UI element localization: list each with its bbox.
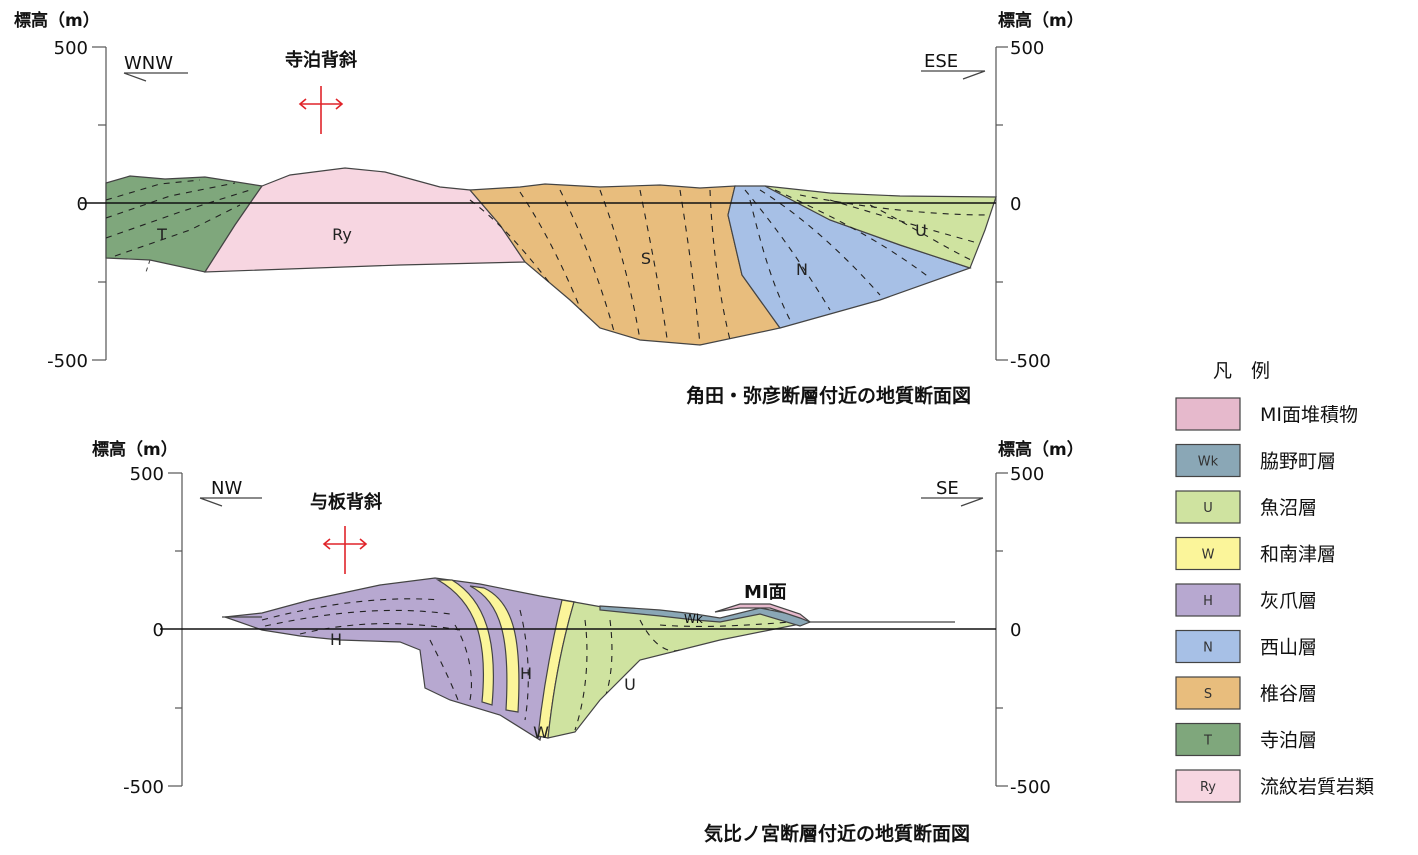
top-dir-right: ESE [924, 51, 958, 72]
legend-swatch [1175, 397, 1241, 431]
legend-label: 流紋岩質岩類 [1260, 776, 1374, 798]
top-label-U: U [915, 221, 927, 240]
unit-H-bottom [224, 577, 576, 741]
legend-label: 寺泊層 [1260, 730, 1317, 752]
bottom-label-U: U [624, 675, 636, 694]
bottom-tick-m500-right: -500 [1010, 777, 1051, 798]
legend-swatch [1175, 490, 1241, 524]
unit-U-bottom [547, 601, 811, 739]
legend-swatch-abbr: Ry [1200, 780, 1216, 795]
bottom-dir-left-arrow [199, 497, 262, 507]
bottom-tick-500-right: 500 [1010, 464, 1044, 485]
bottom-tick-0-left: 0 [153, 620, 164, 641]
bottom-tick-500-left: 500 [130, 464, 164, 485]
legend-swatch [1175, 722, 1241, 757]
top-tick-500-right: 500 [1010, 38, 1044, 59]
legend-swatch [1175, 769, 1241, 803]
top-anticline-symbol [298, 86, 344, 134]
top-tick-0-right: 0 [1010, 194, 1021, 215]
legend-swatch-abbr: N [1203, 641, 1213, 656]
legend-label: MⅠ面堆積物 [1260, 404, 1358, 426]
bottom-anticline-symbol [322, 526, 368, 574]
bottom-dir-left: NW [211, 478, 242, 499]
top-right-ylabel: 標高（m） [998, 10, 1084, 31]
unit-Ry-top [203, 167, 527, 273]
top-caption: 角田・弥彦断層付近の地質断面図 [686, 384, 971, 407]
bottom-right-ylabel: 標高（m） [998, 439, 1084, 460]
legend-title: 凡 例 [1213, 360, 1270, 382]
legend-label: 脇野町層 [1260, 451, 1336, 473]
top-fault-trace [144, 259, 151, 276]
unit-W-band-2 [469, 585, 520, 713]
legend-swatch [1175, 629, 1241, 664]
legend-swatch [1175, 536, 1241, 571]
legend-swatch [1175, 676, 1241, 710]
legend-label: 椎谷層 [1260, 683, 1317, 705]
top-label-S: S [641, 249, 651, 268]
top-left-ylabel: 標高（m） [14, 10, 100, 31]
legend-label: 和南津層 [1260, 544, 1336, 566]
legend-item: H 灰爪層 [1175, 583, 1317, 617]
bottom-dir-right-arrow [921, 497, 984, 507]
legend-label: 魚沼層 [1260, 497, 1317, 519]
bottom-left-ylabel: 標高（m） [92, 439, 178, 460]
top-label-T: T [156, 225, 167, 244]
bottom-surface-ext [222, 616, 955, 623]
top-bedding-lines [106, 179, 991, 345]
bottom-caption: 気比ノ宮断層付近の地質断面図 [704, 822, 970, 845]
bottom-units [224, 577, 812, 741]
legend-items: MⅠ面堆積物 Wk 脇野町層 U 魚沼層 W 和南津層 H 灰爪層 N 西山層 S 椎谷層 T 寺泊層 Ry 流… [1175, 397, 1374, 803]
top-dir-left-arrow [123, 72, 188, 82]
top-units [105, 167, 997, 346]
top-tick-0-left: 0 [77, 194, 88, 215]
unit-Wk-bottom [599, 605, 812, 627]
bottom-label-W: W [533, 723, 549, 742]
legend-swatch-abbr: S [1204, 687, 1212, 702]
bottom-label-H1: H [330, 630, 342, 649]
legend-label: 灰爪層 [1260, 590, 1317, 612]
top-label-N: N [796, 260, 808, 279]
legend-swatch-abbr: W [1202, 548, 1215, 563]
top-right-axis [995, 46, 1008, 361]
legend-label: 西山層 [1260, 637, 1317, 659]
unit-W-band-1 [435, 579, 495, 706]
bottom-section: 標高（m） 標高（m） 500 0 -500 500 0 -500 NW SE … [92, 439, 1084, 845]
top-label-Ry: Ry [332, 225, 352, 244]
legend: 凡 例 MⅠ面堆積物 Wk 脇野町層 U 魚沼層 W 和南津層 H 灰爪層 N 西山層 S 椎谷層 T 寺泊… [1175, 360, 1374, 803]
legend-swatch-abbr: U [1203, 501, 1213, 516]
legend-swatch-abbr: T [1203, 734, 1212, 749]
bottom-right-axis [995, 472, 1008, 787]
bottom-label-Wk: Wk [684, 612, 703, 626]
top-fold-name: 寺泊背斜 [285, 49, 357, 71]
top-tick-m500-right: -500 [1010, 351, 1051, 372]
bottom-label-H2: H [520, 664, 532, 683]
bottom-tick-0-right: 0 [1010, 620, 1021, 641]
legend-item: N 西山層 [1175, 629, 1317, 664]
bottom-tick-m500-left: -500 [123, 777, 164, 798]
legend-swatch-abbr: Wk [1198, 455, 1219, 470]
legend-item: MⅠ面堆積物 [1175, 397, 1358, 431]
top-tick-500-left: 500 [54, 38, 88, 59]
bottom-surface-label: MⅠ面 [744, 582, 787, 603]
top-section: 標高（m） 標高（m） 500 0 -500 500 0 -500 WNW ES… [14, 10, 1084, 407]
legend-item: Ry 流紋岩質岩類 [1175, 769, 1374, 803]
top-dir-left: WNW [124, 53, 173, 74]
legend-item: U 魚沼層 [1175, 490, 1317, 524]
bottom-dir-right: SE [936, 478, 959, 499]
legend-swatch [1175, 583, 1241, 617]
top-dir-right-arrow [921, 70, 986, 80]
legend-swatch [1175, 443, 1241, 478]
bottom-fold-name: 与板背斜 [310, 491, 382, 513]
bottom-bedding-lines [261, 598, 791, 731]
legend-item: T 寺泊層 [1175, 722, 1317, 757]
legend-item: Wk 脇野町層 [1175, 443, 1336, 478]
legend-item: S 椎谷層 [1175, 676, 1317, 710]
legend-item: W 和南津層 [1175, 536, 1336, 571]
legend-swatch-abbr: H [1203, 594, 1213, 609]
top-tick-m500-left: -500 [47, 351, 88, 372]
